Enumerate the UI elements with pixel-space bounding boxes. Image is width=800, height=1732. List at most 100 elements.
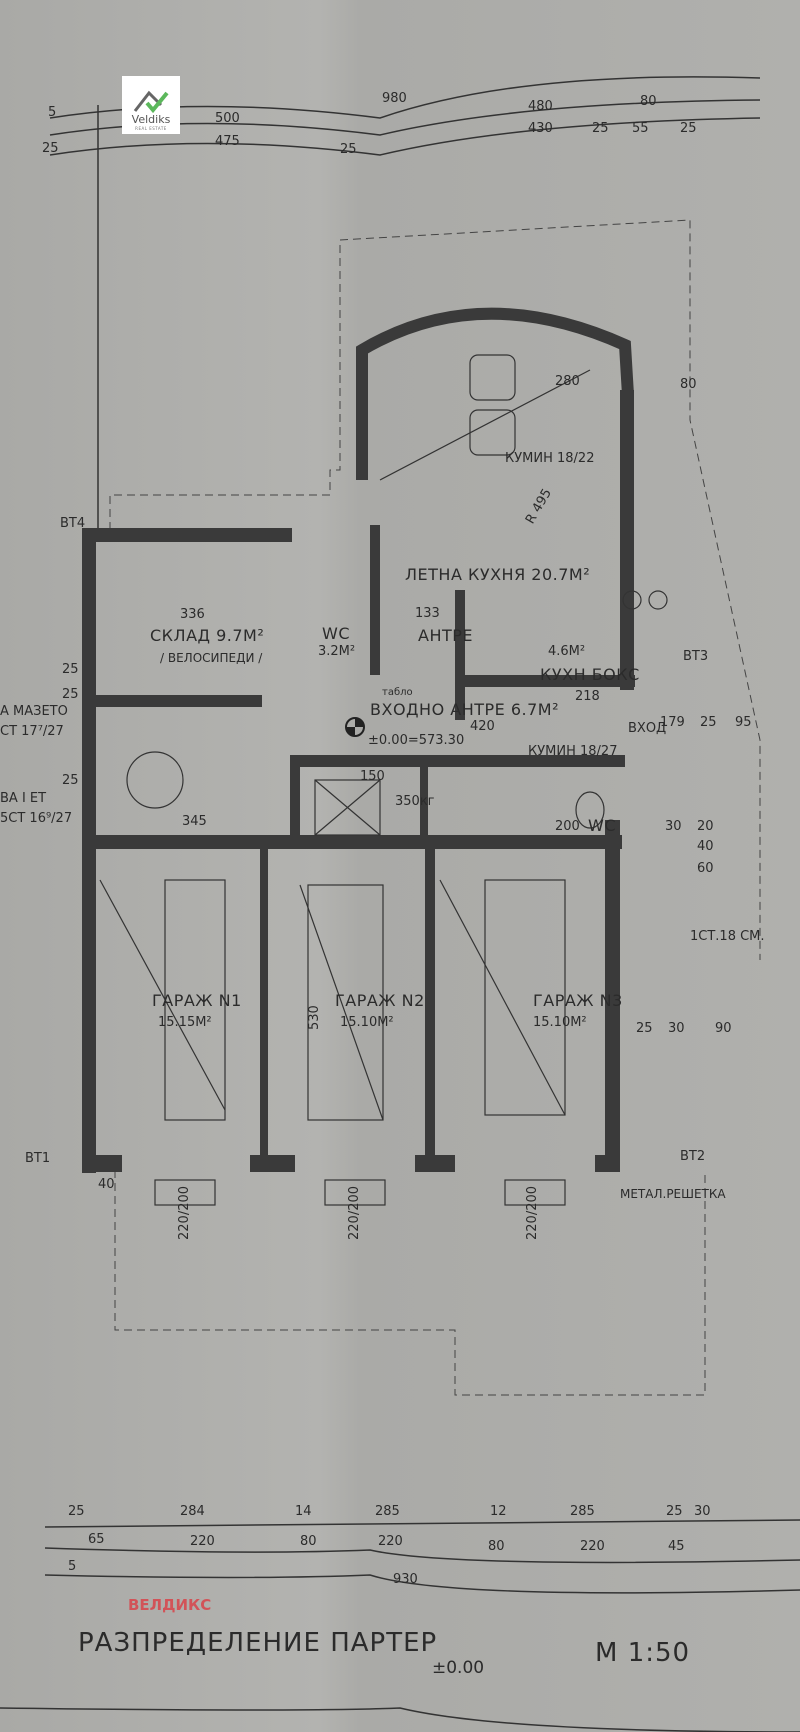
marker-bt3: ВТ3 bbox=[683, 649, 709, 664]
room-garage-2: ГАРАЖ N2 bbox=[335, 991, 425, 1010]
dim: 220 bbox=[190, 1534, 215, 1549]
dim: 480 bbox=[528, 99, 553, 114]
dim: 30 bbox=[668, 1021, 685, 1036]
kitchen-box-area: 4.6М² bbox=[548, 644, 586, 659]
wc-size: 200 bbox=[555, 819, 580, 834]
dim: 25 bbox=[62, 662, 79, 677]
dim: 55 bbox=[632, 121, 649, 136]
dim: 25 bbox=[680, 121, 697, 136]
dim: 220 bbox=[580, 1539, 605, 1554]
dim: 5 bbox=[68, 1559, 77, 1574]
curved-wall bbox=[356, 307, 634, 480]
dim: 25 bbox=[62, 773, 79, 788]
entrance-width: 420 bbox=[470, 719, 495, 734]
dim: 12 bbox=[490, 1504, 507, 1519]
dim: 60 bbox=[697, 861, 714, 876]
stairs-floor1-label: ВА I ЕТ bbox=[0, 791, 47, 806]
steps-right-label: 1СТ.18 СМ. bbox=[690, 929, 765, 944]
lift-capacity: 350кг bbox=[395, 794, 435, 809]
room-name: ЛЕТНА КУХНЯ bbox=[405, 565, 526, 584]
room-storage: СКЛАД 9.7М² bbox=[150, 628, 264, 644]
panel-label: табло bbox=[382, 687, 413, 698]
dim: 80 bbox=[680, 377, 697, 392]
dim: 220 bbox=[378, 1534, 403, 1549]
dim: 14 bbox=[295, 1504, 312, 1519]
garage-door-size: 220/200 bbox=[177, 1185, 192, 1240]
room-entrance-hall: ВХОДНО АНТРЕ 6.7М² bbox=[370, 702, 559, 718]
garage-door-size: 220/200 bbox=[525, 1185, 540, 1240]
dim: 25 bbox=[592, 121, 609, 136]
dim: 285 bbox=[570, 1504, 595, 1519]
stairs-width: 345 bbox=[182, 814, 207, 829]
dim: 179 bbox=[660, 715, 685, 730]
dim: 980 bbox=[382, 91, 407, 106]
level-marker bbox=[345, 717, 365, 737]
kitchen-width: 280 bbox=[555, 374, 580, 389]
room-wc-lower: WC bbox=[588, 816, 616, 835]
dim: 25 bbox=[68, 1504, 85, 1519]
marker-bt4: ВТ4 bbox=[60, 516, 86, 531]
walls bbox=[82, 390, 635, 1173]
dim: 80 bbox=[640, 94, 657, 109]
dim: 5 bbox=[48, 105, 57, 120]
dim: 25 bbox=[700, 715, 717, 730]
dim: 40 bbox=[98, 1177, 115, 1192]
dim: 930 bbox=[393, 1572, 418, 1587]
site-boundary bbox=[109, 219, 761, 1396]
room-name: ВХОДНО АНТРЕ bbox=[370, 700, 506, 719]
dim: 90 bbox=[715, 1021, 732, 1036]
room-name: СКЛАД bbox=[150, 626, 211, 645]
marker-bt2: ВТ2 bbox=[680, 1149, 706, 1164]
dim: 30 bbox=[694, 1504, 711, 1519]
watermark: ВЕЛДИКС bbox=[128, 1596, 212, 1614]
garage-2-area: 15.10М² bbox=[340, 1015, 394, 1030]
entrance-label: ВХОД bbox=[628, 721, 667, 736]
dim: 30 bbox=[665, 819, 682, 834]
dim: 430 bbox=[528, 121, 553, 136]
storage-note: / ВЕЛОСИПЕДИ / bbox=[160, 651, 263, 665]
room-hall: АНТРЕ bbox=[418, 626, 474, 645]
storage-width: 336 bbox=[180, 607, 205, 622]
dim: 25 bbox=[62, 687, 79, 702]
garage-3-area: 15.10М² bbox=[533, 1015, 587, 1030]
room-wc-upper: WC bbox=[322, 624, 350, 643]
room-garage-1: ГАРАЖ N1 bbox=[152, 991, 242, 1010]
dim: 475 bbox=[215, 134, 240, 149]
dim: 80 bbox=[300, 1534, 317, 1549]
room-area: 6.7М² bbox=[510, 700, 560, 719]
dim: 500 bbox=[215, 111, 240, 126]
dim: 25 bbox=[340, 142, 357, 157]
room-kitchen-box: КУХН БОКС bbox=[540, 665, 640, 684]
dim: 45 bbox=[668, 1539, 685, 1554]
dim: 285 bbox=[375, 1504, 400, 1519]
room-area: 20.7М² bbox=[531, 565, 591, 584]
chimney-label: КУМИН 18/22 bbox=[505, 451, 595, 466]
lift-width: 150 bbox=[360, 769, 385, 784]
wc-area: 3.2М² bbox=[318, 644, 356, 659]
hall-width: 133 bbox=[415, 606, 440, 621]
kitchen-box-width: 218 bbox=[575, 689, 600, 704]
dim: 40 bbox=[697, 839, 714, 854]
room-area: 9.7М² bbox=[216, 626, 265, 645]
garage-2-depth: 530 bbox=[307, 1005, 322, 1030]
dim: 80 bbox=[488, 1539, 505, 1554]
dim: 25 bbox=[636, 1021, 653, 1036]
dim: 25 bbox=[42, 141, 59, 156]
metal-grate-label: МЕТАЛ.РЕШЕТКА bbox=[620, 1187, 726, 1201]
garage-1-area: 15.15М² bbox=[158, 1015, 212, 1030]
dim: 25 bbox=[666, 1504, 683, 1519]
chimney-label: КУМИН 18/27 bbox=[528, 744, 618, 759]
plan-scale: М 1:50 bbox=[595, 1638, 691, 1668]
veldiks-logo: Veldiks REAL ESTATE bbox=[122, 76, 180, 134]
house-check-icon bbox=[133, 90, 169, 113]
fixtures bbox=[99, 354, 668, 1206]
room-summer-kitchen: ЛЕТНА КУХНЯ 20.7М² bbox=[405, 567, 590, 583]
dim: 284 bbox=[180, 1504, 205, 1519]
dim: 95 bbox=[735, 715, 752, 730]
marker-bt1: ВТ1 bbox=[25, 1151, 51, 1166]
garage-door-size: 220/200 bbox=[347, 1185, 362, 1240]
stairs-up-label: А МАЗЕТО bbox=[0, 704, 68, 719]
room-garage-3: ГАРАЖ N3 bbox=[533, 991, 623, 1010]
plan-title: РАЗПРЕДЕЛЕНИЕ ПАРТЕР bbox=[78, 1628, 438, 1658]
